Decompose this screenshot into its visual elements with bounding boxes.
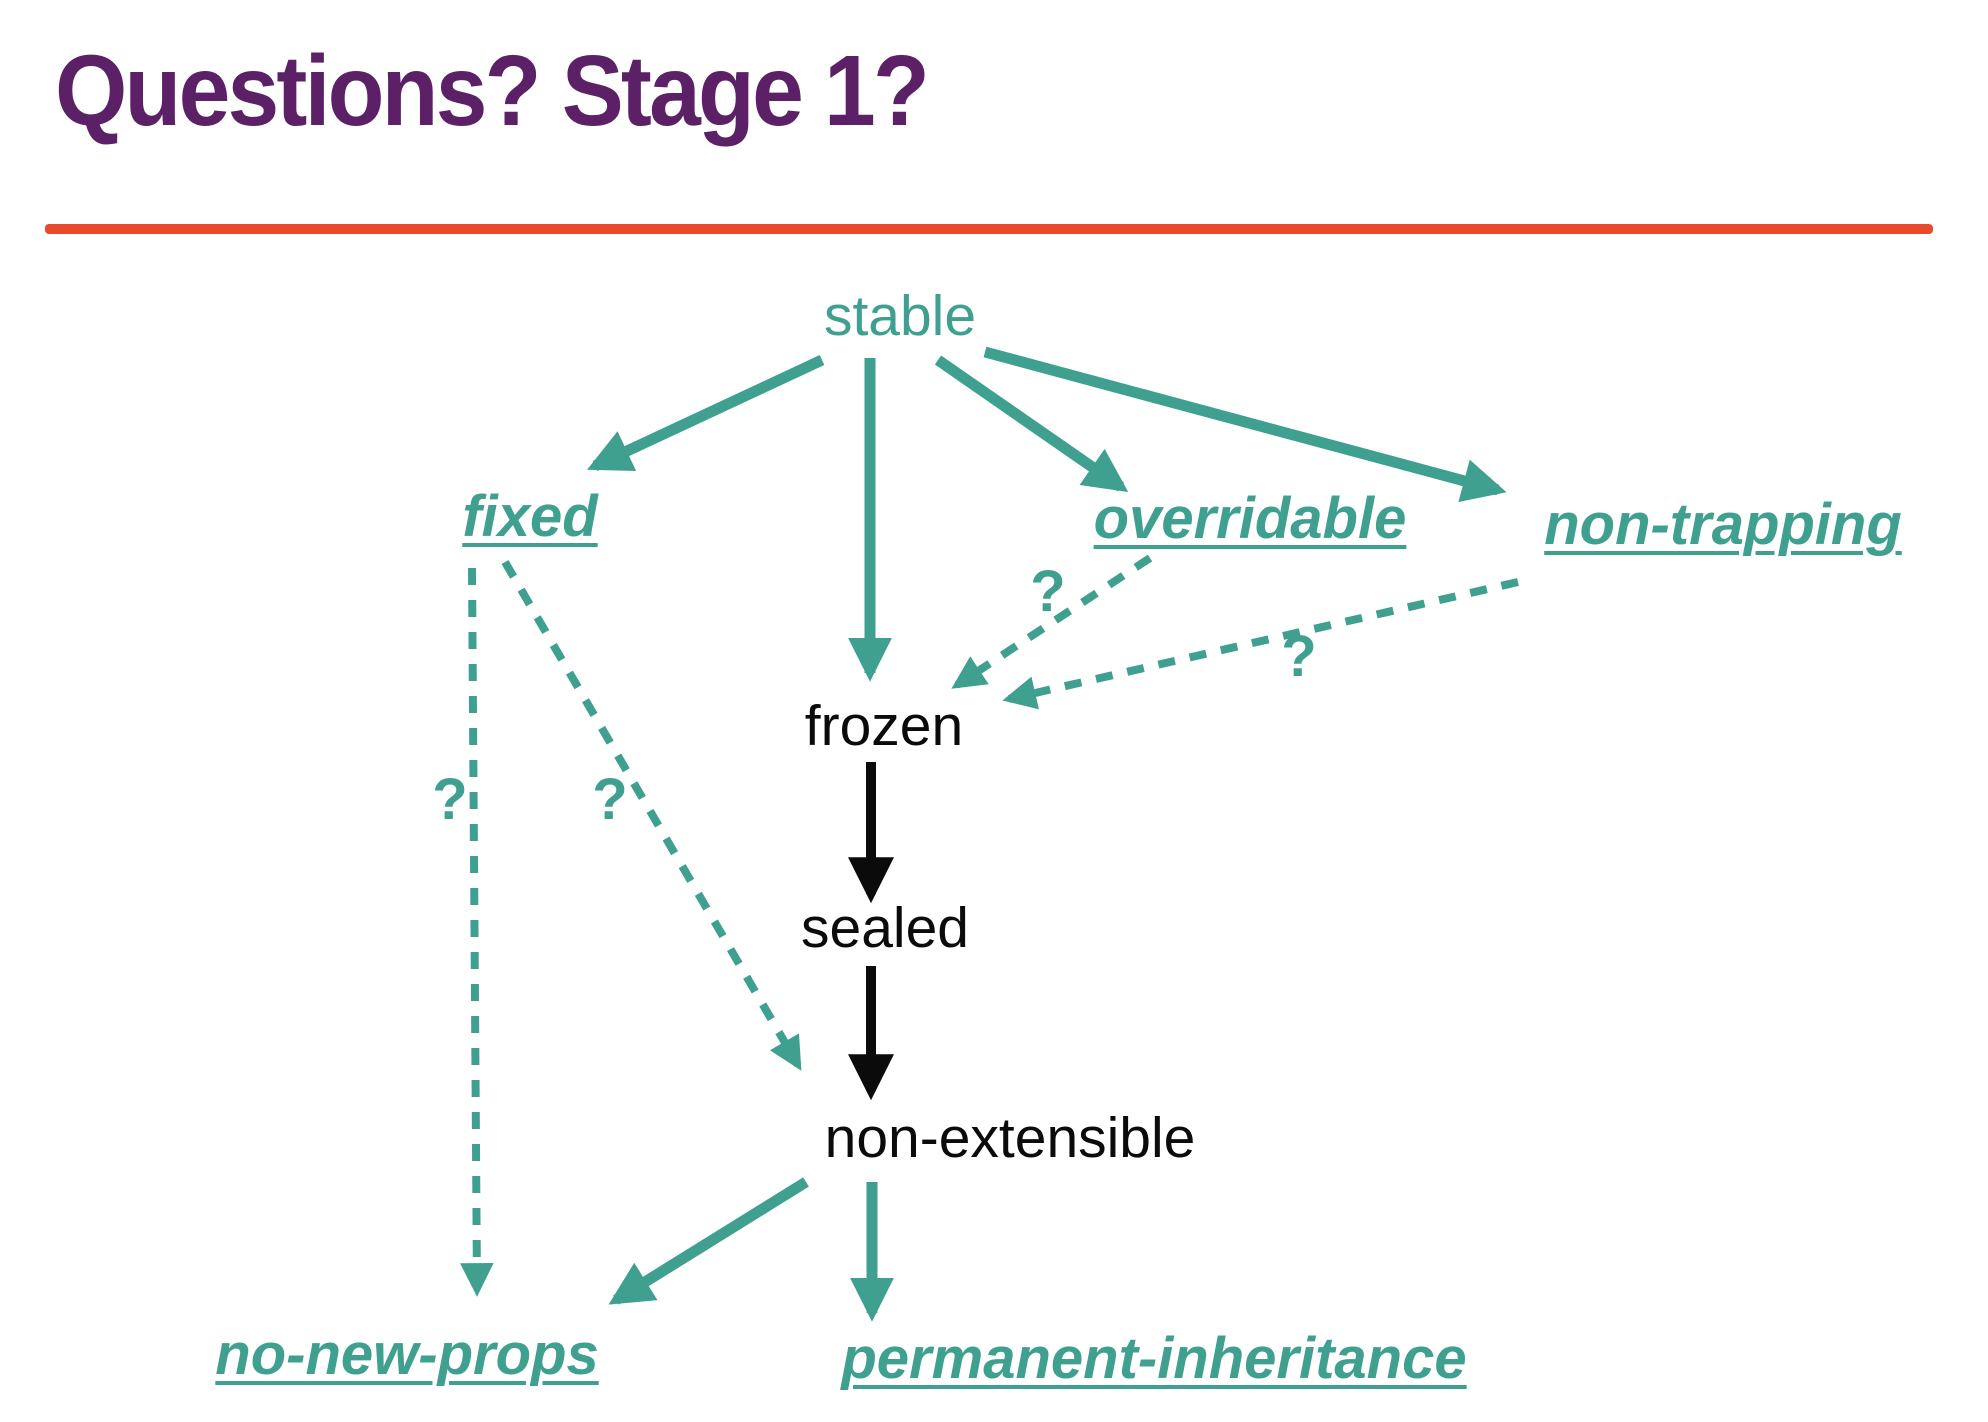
page-title: Questions? Stage 1? xyxy=(55,35,930,147)
edge-fixed-to-non-extensible xyxy=(501,559,802,1071)
node-frozen: frozen xyxy=(804,694,964,758)
node-non-trapping: non-trapping xyxy=(1544,492,1902,557)
question-mark-fixed-no-new-props: ? xyxy=(432,767,468,832)
node-no-new-props: no-new-props xyxy=(215,1322,599,1387)
node-fixed: fixed xyxy=(462,484,598,549)
title-rule xyxy=(45,224,1933,234)
node-non-extensible: non-extensible xyxy=(824,1106,1196,1170)
edge-overridable-to-frozen xyxy=(951,554,1153,689)
edge-stable-to-overridable xyxy=(934,355,1129,493)
question-mark-non-trapping-frozen: ? xyxy=(1281,624,1317,689)
node-overridable: overridable xyxy=(1093,486,1407,551)
edge-non-extensible-to-no-new-props xyxy=(608,1177,809,1305)
node-permanent-inheritance: permanent-inheritance xyxy=(841,1326,1467,1391)
edge-fixed-to-no-new-props xyxy=(460,567,494,1297)
edge-stable-to-fixed xyxy=(587,355,825,472)
question-mark-overridable-frozen: ? xyxy=(1030,559,1066,624)
node-stable: stable xyxy=(823,284,977,348)
node-sealed: sealed xyxy=(801,896,969,960)
edge-non-trapping-to-frozen xyxy=(1002,578,1519,710)
question-mark-fixed-non-extensible: ? xyxy=(592,767,628,832)
edge-stable-to-non-trapping xyxy=(983,346,1507,503)
